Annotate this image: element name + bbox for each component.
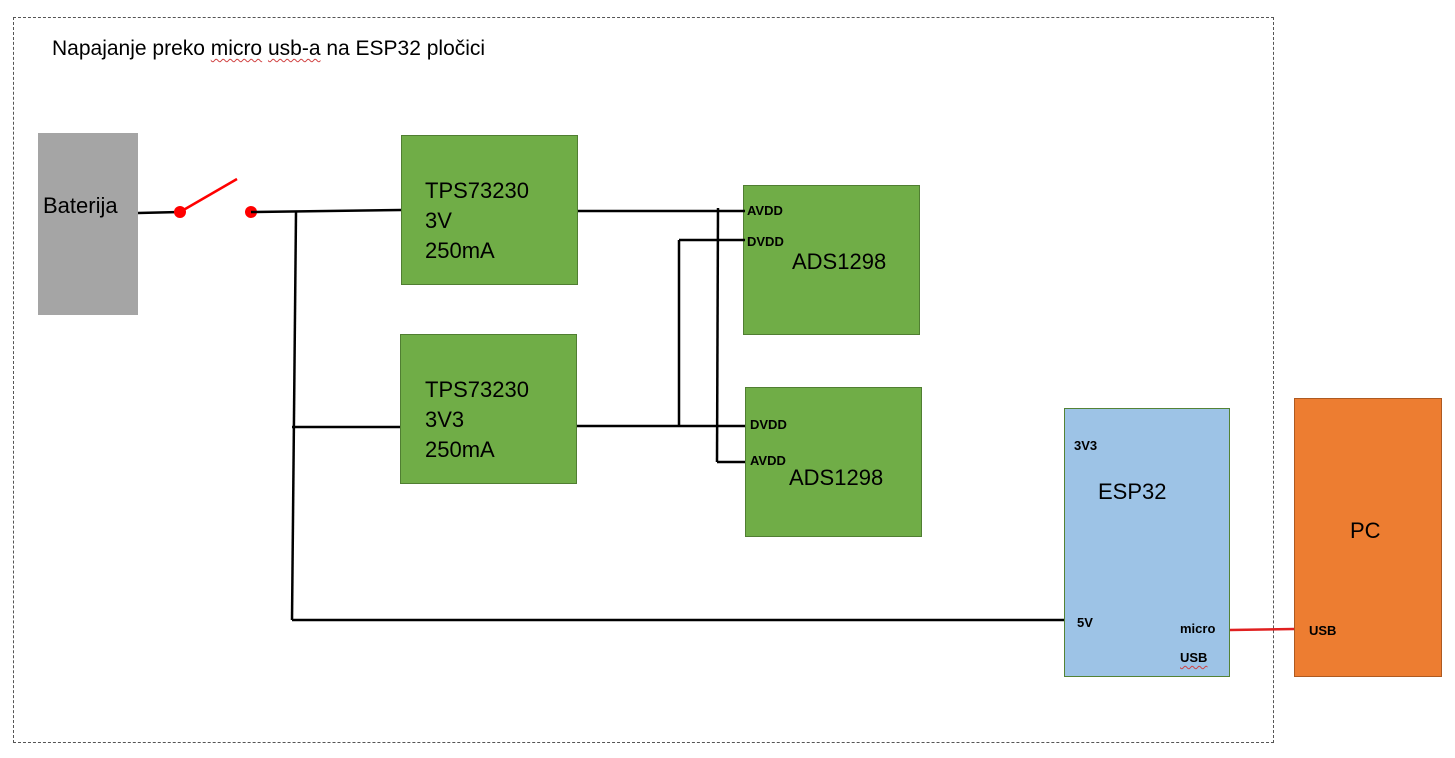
wire-bus-vertical [290,211,298,621]
adc1-label: ADS1298 [792,249,887,274]
regulator-3v3-part: TPS73230 [425,377,529,402]
esp32-pin-micro: micro [1180,621,1216,636]
pc-block: PC USB [1294,398,1442,677]
pc-label: PC [1350,518,1381,543]
pc-pin-usb: USB [1309,623,1337,638]
wire-usb-link [1229,627,1295,632]
esp32-block: 3V3 ESP32 5V micro USB [1064,408,1230,677]
esp32-pin-3v3: 3V3 [1074,438,1098,453]
wire-switch-reg1 [250,208,402,214]
regulator-3v3-block: TPS73230 3V3 250mA [400,334,577,484]
adc-block-2: DVDD AVDD ADS1298 [745,387,922,537]
regulator-3v-current: 250mA [425,238,495,263]
adc1-pin-avdd: AVDD [747,203,783,218]
battery-label: Baterija [43,193,118,218]
switch-lever [179,177,238,214]
adc2-pin-dvdd: DVDD [750,417,787,432]
adc2-label: ADS1298 [789,465,884,490]
regulator-3v-voltage: 3V [425,208,452,233]
wire-battery-switch [137,210,181,215]
dashed-frame [13,17,1274,743]
adc-block-1: AVDD DVDD ADS1298 [743,185,920,335]
battery-block: Baterija [38,133,138,315]
regulator-3v3-current: 250mA [425,437,495,462]
regulator-3v3-voltage: 3V3 [425,407,465,432]
regulator-3v-block: TPS73230 3V 250mA [401,135,578,285]
adc1-pin-dvdd: DVDD [747,234,784,249]
adc2-pin-avdd: AVDD [750,453,786,468]
regulator-3v-part: TPS73230 [425,178,529,203]
esp32-label: ESP32 [1098,479,1167,504]
esp32-pin-usb: USB [1180,650,1208,665]
diagram-title: Napajanje preko micro usb-a na ESP32 plo… [52,37,486,60]
wire-3v-vertical [715,207,720,463]
switch-contact-left [174,206,186,218]
esp32-pin-5v: 5V [1077,615,1093,630]
